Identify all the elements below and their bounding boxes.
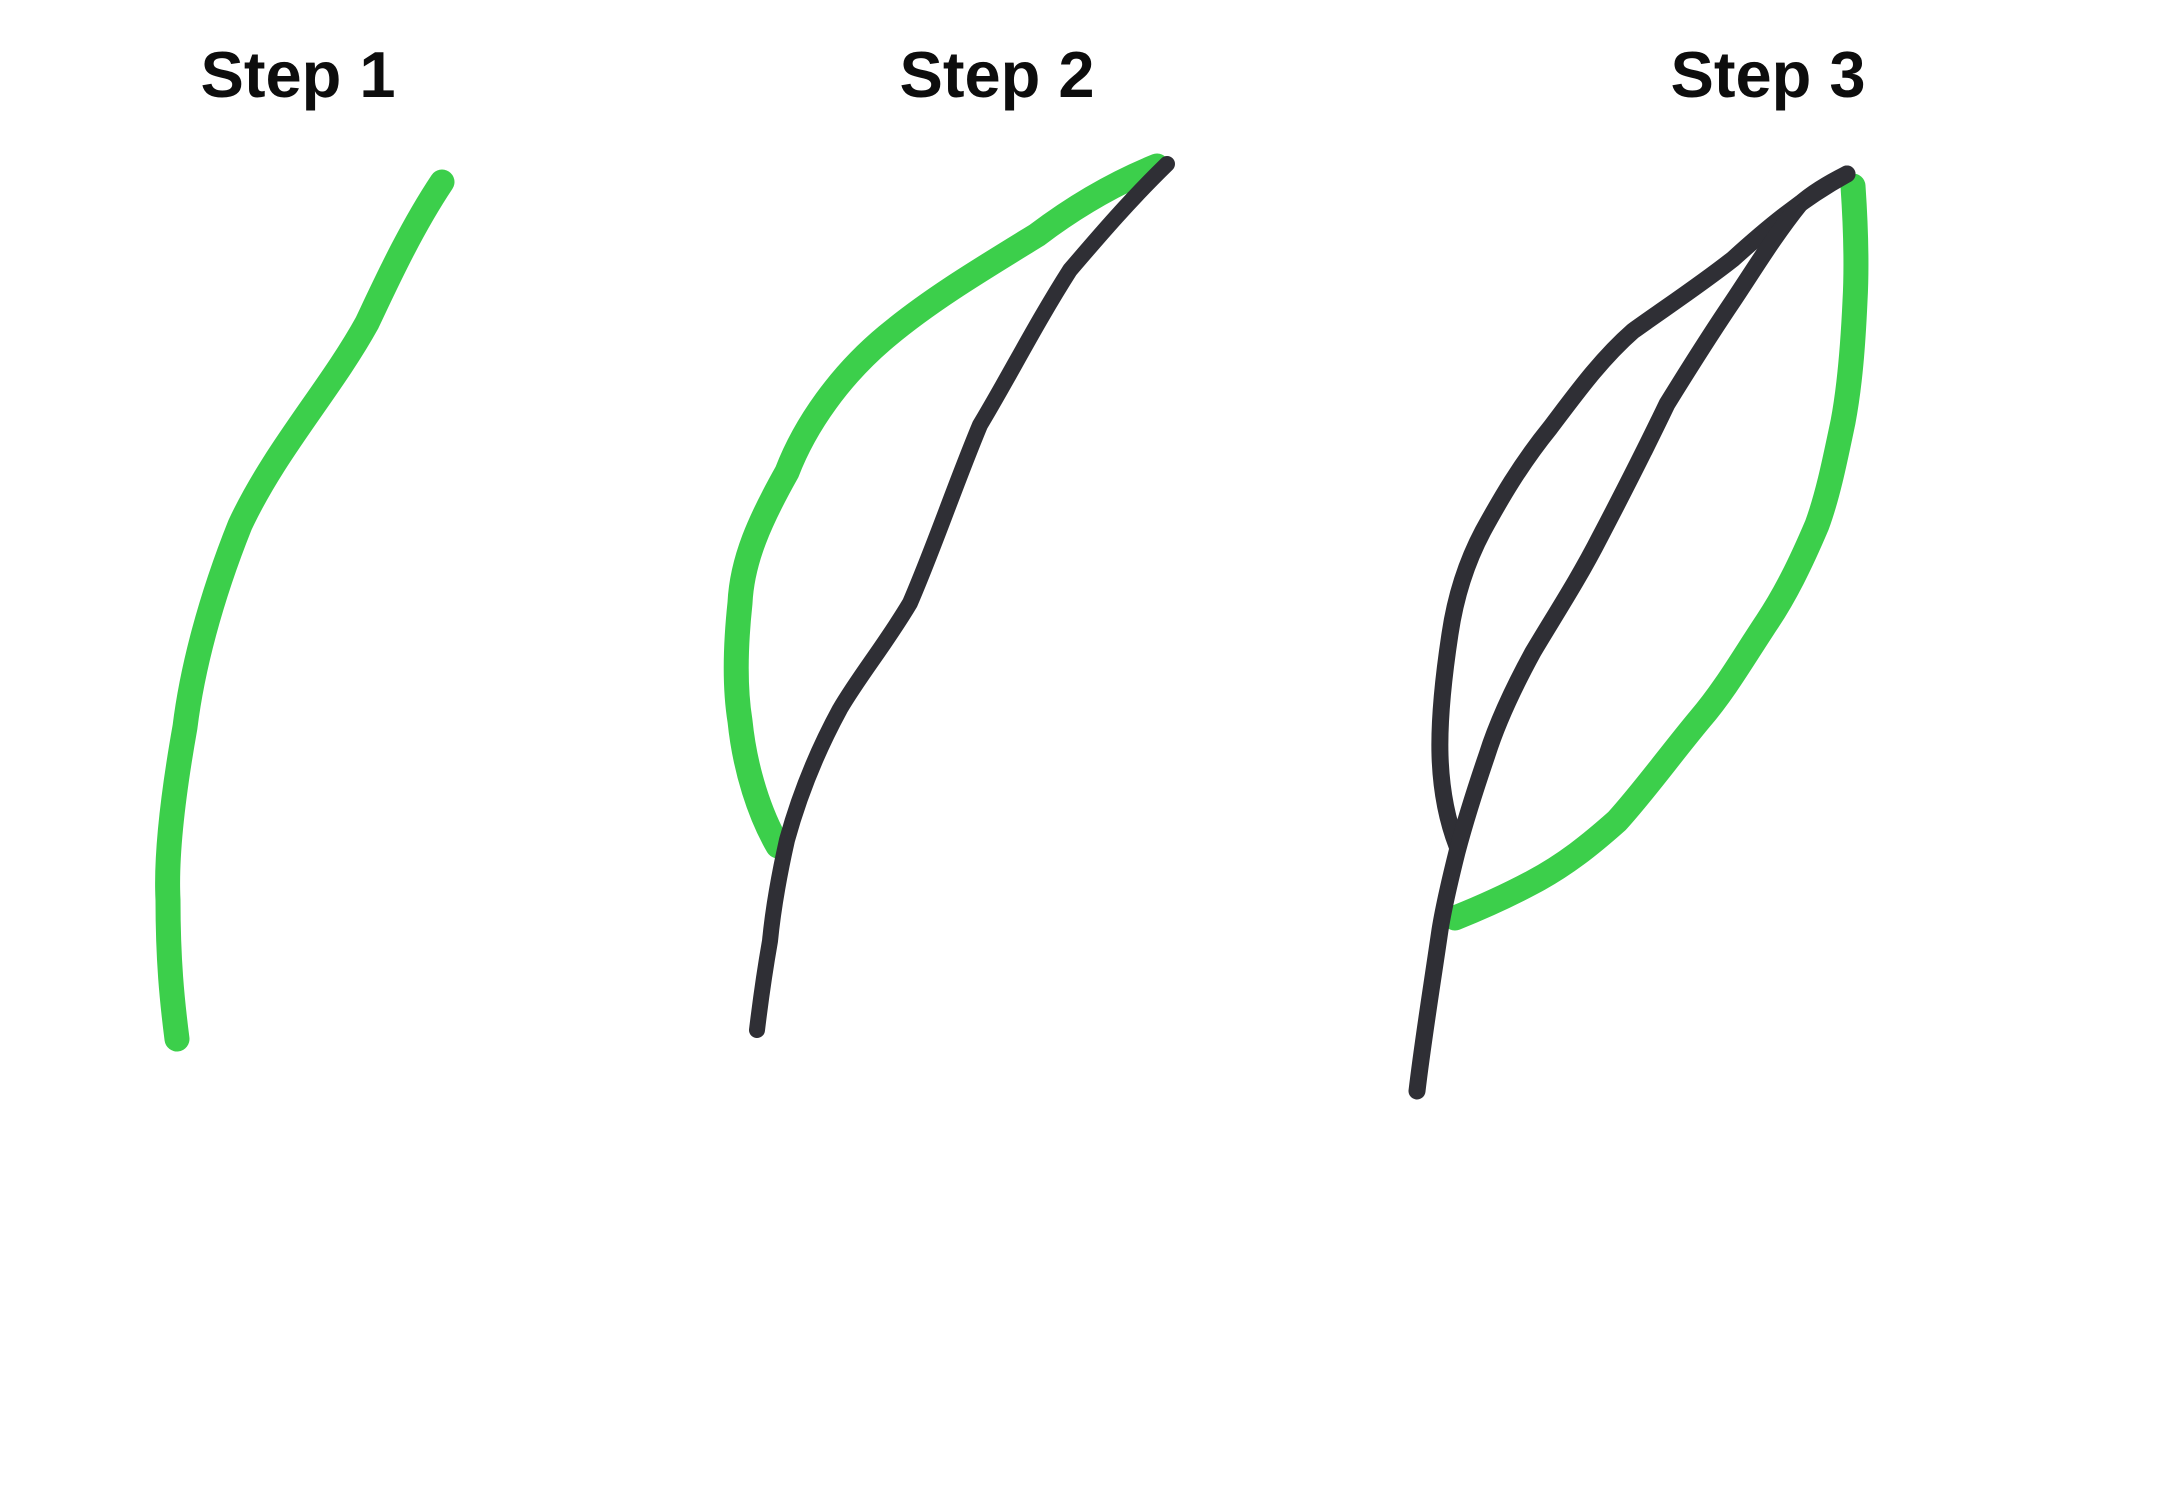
step-3-drawing — [1408, 165, 1869, 1100]
step-3-green-stroke — [1442, 173, 1869, 931]
step-2-title: Step 2 — [899, 38, 1095, 111]
step-1-drawing — [155, 169, 455, 1052]
step-3-title: Step 3 — [1670, 38, 1866, 111]
step-2-black-stroke — [749, 156, 1175, 1038]
step-1-green-stroke — [155, 169, 455, 1052]
step-2-green-stroke — [723, 153, 1170, 859]
step-3-midrib-and-stem — [1408, 165, 1856, 1100]
step-2-drawing — [723, 153, 1175, 1038]
step-3-leaf-outline — [1431, 165, 1856, 855]
step-1-title: Step 1 — [200, 38, 396, 111]
